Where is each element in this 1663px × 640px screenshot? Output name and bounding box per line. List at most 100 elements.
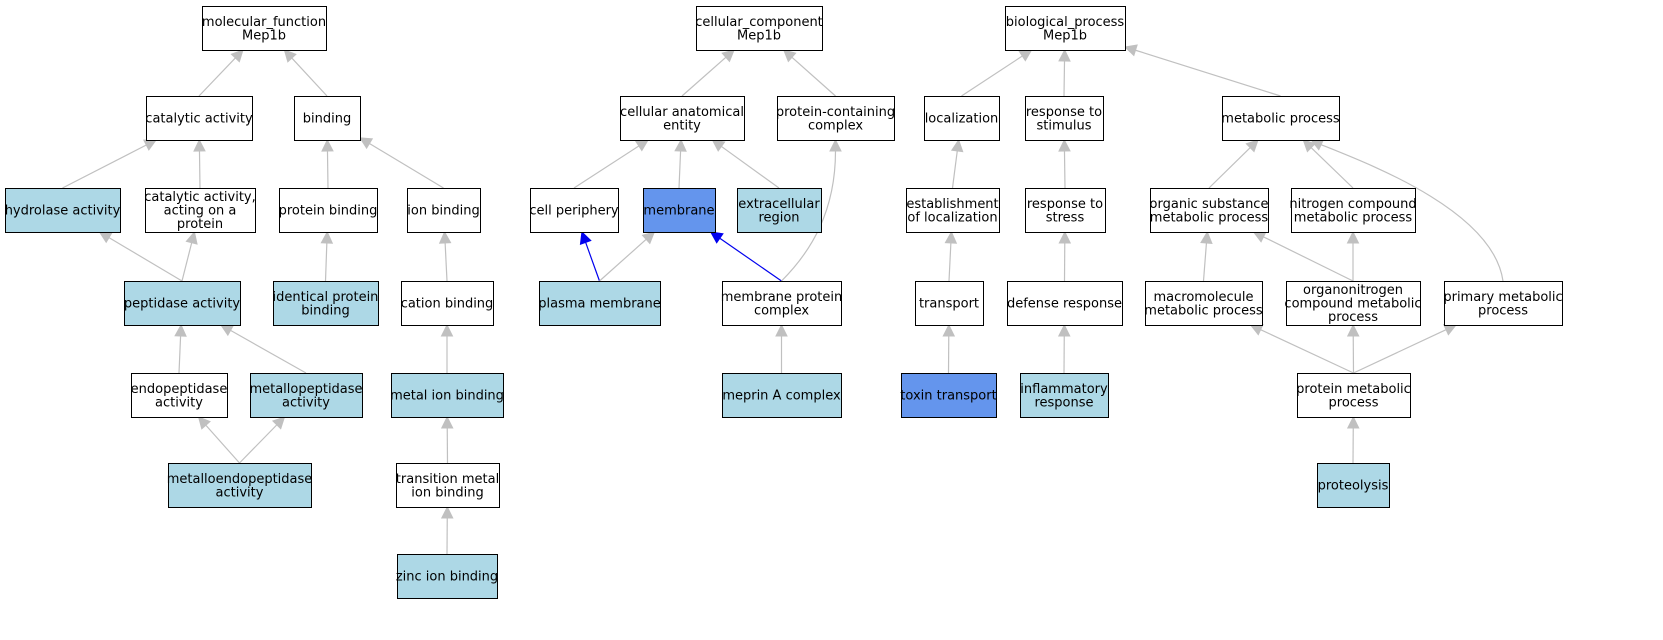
node-label: metal ion binding xyxy=(390,389,504,404)
node-box xyxy=(1291,188,1416,233)
node-metal-ion[interactable]: metal ion binding xyxy=(390,373,504,418)
node-label: defense response xyxy=(1007,297,1122,312)
node-membrane[interactable]: membrane xyxy=(643,188,716,233)
node-label: metabolic process xyxy=(1144,303,1263,318)
edge-line xyxy=(1353,329,1447,374)
node-label: response to xyxy=(1026,105,1102,120)
edge-line xyxy=(62,144,147,189)
arrowhead xyxy=(579,230,592,245)
arrowhead xyxy=(634,139,649,152)
node-proteolysis[interactable]: proteolysis xyxy=(1317,463,1390,508)
arrowhead xyxy=(283,49,297,63)
node-label: metallopeptidase xyxy=(249,382,362,397)
arrowhead xyxy=(1058,230,1072,244)
edge-cae-to-cc_root xyxy=(681,49,735,97)
node-ion-binding[interactable]: ion binding xyxy=(407,188,481,233)
edge-line xyxy=(369,142,444,189)
arrowhead xyxy=(1018,49,1033,62)
node-transport[interactable]: transport xyxy=(915,281,984,326)
node-peptidase[interactable]: peptidase activity xyxy=(124,281,241,326)
node-label: of localization xyxy=(907,210,997,225)
node-box xyxy=(168,463,312,508)
edge-line xyxy=(573,145,640,189)
arrowhead xyxy=(320,230,334,244)
edge-line xyxy=(1135,49,1281,97)
arrowhead xyxy=(219,324,235,337)
node-label: ion binding xyxy=(411,485,483,500)
node-cell-periphery[interactable]: cell periphery xyxy=(529,188,619,233)
node-label: Mep1b xyxy=(242,28,286,43)
node-plasma-membrane[interactable]: plasma membrane xyxy=(538,281,661,326)
node-meprin[interactable]: meprin A complex xyxy=(722,373,842,418)
node-box xyxy=(737,188,822,233)
arrowhead xyxy=(711,139,726,152)
edge-protein_metabolic-to-primary xyxy=(1353,324,1458,374)
edge-cat_protein-to-catalytic xyxy=(193,138,206,189)
node-label: stimulus xyxy=(1036,118,1091,133)
node-label: peptidase activity xyxy=(124,297,241,312)
node-protein-binding[interactable]: protein binding xyxy=(279,188,378,233)
node-label: complex xyxy=(808,118,863,133)
node-box xyxy=(1145,281,1263,326)
edge-line xyxy=(444,242,448,282)
edge-organonitrogen-to-organic xyxy=(1252,231,1354,282)
edge-line xyxy=(721,145,780,189)
node-defense[interactable]: defense response xyxy=(1007,281,1123,326)
arrowhead xyxy=(1346,415,1360,429)
node-label: response xyxy=(1034,395,1093,410)
node-box xyxy=(124,281,241,326)
node-label: process xyxy=(1478,303,1528,318)
node-catalytic[interactable]: catalytic activity xyxy=(145,96,253,141)
node-label: region xyxy=(758,210,799,225)
node-cation-binding[interactable]: cation binding xyxy=(401,281,494,326)
arrowhead xyxy=(1346,323,1360,337)
node-label: metabolic process xyxy=(1150,210,1269,225)
arrowhead xyxy=(829,138,842,152)
arrowhead xyxy=(1302,139,1316,153)
node-box xyxy=(1025,96,1104,141)
arrowhead xyxy=(641,231,656,245)
node-label: entity xyxy=(663,118,701,133)
node-label: transport xyxy=(919,297,979,312)
edge-identical_protein-to-protein_binding xyxy=(320,230,334,282)
node-label: protein-containing xyxy=(776,105,895,120)
node-hydrolase[interactable]: hydrolase activity xyxy=(5,188,121,233)
edge-line xyxy=(178,335,182,374)
arrowhead xyxy=(1123,44,1138,57)
node-zinc[interactable]: zinc ion binding xyxy=(396,554,498,599)
node-localization[interactable]: localization xyxy=(924,96,1000,141)
node-metabolic[interactable]: metabolic process xyxy=(1221,96,1340,141)
edge-proteolysis-to-protein_metabolic xyxy=(1346,415,1360,464)
edge-nitrogen-to-metabolic xyxy=(1302,139,1354,189)
node-toxin[interactable]: toxin transport xyxy=(900,373,997,418)
arrowhead xyxy=(1249,324,1264,336)
edge-meprin-to-mpc xyxy=(775,323,788,373)
arrowhead xyxy=(271,416,286,430)
node-binding[interactable]: binding xyxy=(294,96,361,141)
arrowhead xyxy=(1200,230,1213,244)
